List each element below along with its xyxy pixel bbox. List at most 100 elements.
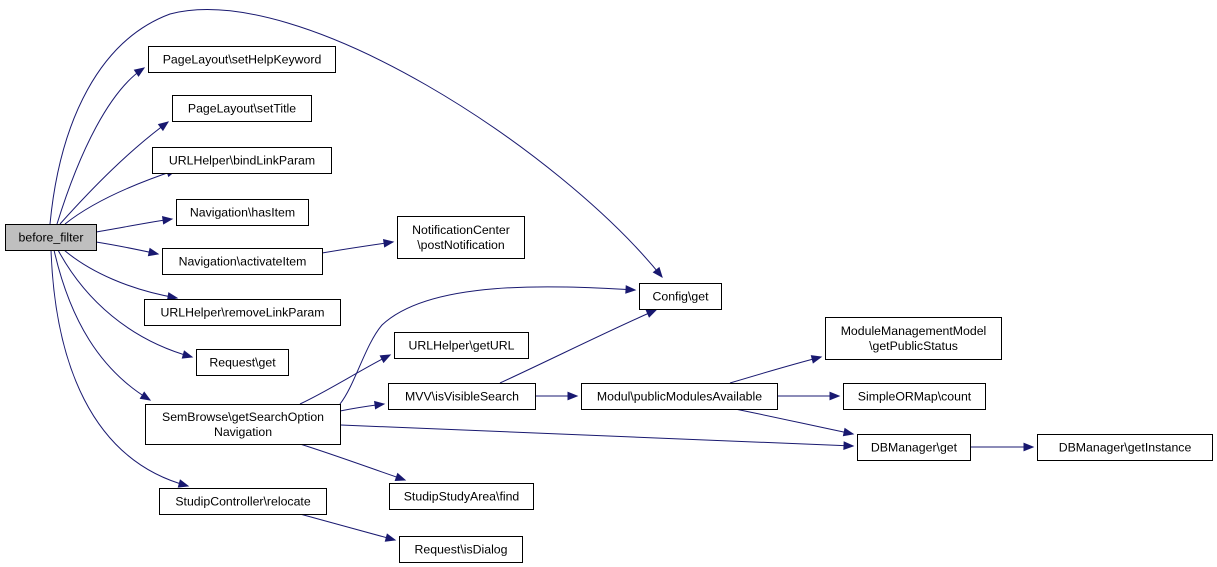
- edge-arrowhead: [384, 533, 397, 542]
- edge-arrowhead: [567, 391, 579, 401]
- node-getURL[interactable]: URLHelper\getURL: [394, 332, 529, 359]
- edge-before_filter-to-setHelpKeyword: [56, 67, 146, 225]
- node-request_get[interactable]: Request\get: [196, 349, 289, 376]
- node-label: MVV\isVisibleSearch: [405, 390, 519, 404]
- node-box: [843, 383, 986, 410]
- node-getPublicStatus[interactable]: ModuleManagementModel\getPublicStatus: [825, 317, 1002, 360]
- node-box: [397, 216, 525, 259]
- node-label: StudipController\relocate: [175, 495, 310, 509]
- edge-semBrowse-to-config_get: [339, 285, 637, 405]
- edge-isVisibleSearch-to-publicModulesAvailable: [534, 391, 579, 401]
- edge-semBrowse-to-getURL: [299, 354, 392, 405]
- edges-layer: [49, 9, 1035, 542]
- edge-line: [64, 169, 177, 225]
- node-box: [399, 536, 523, 563]
- node-box: [389, 483, 534, 510]
- edge-before_filter-to-request_get: [57, 249, 194, 359]
- node-box: [388, 383, 536, 410]
- node-label: DBManager\getInstance: [1059, 441, 1192, 455]
- node-config_get[interactable]: Config\get: [639, 283, 722, 310]
- edge-before_filter-to-removeLinkParam: [63, 249, 179, 301]
- edge-publicModulesAvailable-to-dbManagerGet: [734, 408, 855, 437]
- node-simpleORMapCount[interactable]: SimpleORMap\count: [843, 383, 986, 410]
- edge-arrowhead: [177, 479, 190, 488]
- node-box: [172, 95, 312, 122]
- node-postNotification[interactable]: NotificationCenter\postNotification: [397, 216, 525, 259]
- node-setHelpKeyword[interactable]: PageLayout\setHelpKeyword: [148, 46, 336, 73]
- node-hasItem[interactable]: Navigation\hasItem: [176, 199, 309, 226]
- edge-arrowhead: [133, 67, 146, 77]
- edge-line: [56, 67, 145, 225]
- edge-arrowhead: [382, 239, 395, 248]
- node-publicModulesAvailable[interactable]: Modul\publicModulesAvailable: [581, 383, 778, 410]
- edge-line: [734, 408, 854, 435]
- node-label: \postNotification: [417, 238, 505, 252]
- node-label: Modul\publicModulesAvailable: [597, 390, 762, 404]
- edge-before_filter-to-semBrowse: [53, 249, 152, 401]
- edge-arrowhead: [829, 391, 841, 401]
- node-studipStudyAreaFind[interactable]: StudipStudyArea\find: [389, 483, 534, 510]
- node-before_filter[interactable]: before_filter: [5, 224, 97, 251]
- edge-semBrowse-to-dbManagerGet: [339, 424, 855, 450]
- edge-arrowhead: [842, 427, 855, 437]
- edge-before_filter-to-config_get: [49, 9, 663, 279]
- edge-arrowhead: [645, 309, 658, 318]
- node-label: Config\get: [652, 290, 709, 304]
- node-box: [152, 147, 332, 174]
- node-label: Request\get: [209, 356, 276, 370]
- edge-arrowhead: [374, 400, 386, 410]
- node-box: [394, 332, 529, 359]
- node-label: ModuleManagementModel: [841, 324, 987, 338]
- node-box: [196, 349, 289, 376]
- edge-before_filter-to-setTitle: [59, 121, 170, 225]
- edge-before_filter-to-hasItem: [95, 216, 174, 233]
- node-box: [581, 383, 778, 410]
- edge-line: [729, 356, 822, 384]
- node-label: Navigation\activateItem: [179, 255, 307, 269]
- node-relocate[interactable]: StudipController\relocate: [159, 488, 327, 515]
- node-isDialog[interactable]: Request\isDialog: [399, 536, 523, 563]
- edge-isVisibleSearch-to-config_get: [499, 309, 658, 384]
- edge-arrowhead: [843, 441, 855, 450]
- node-bindLinkParam[interactable]: URLHelper\bindLinkParam: [152, 147, 332, 174]
- edge-arrowhead: [139, 391, 152, 401]
- node-box: [639, 283, 722, 310]
- node-label: DBManager\get: [871, 441, 958, 455]
- edge-before_filter-to-bindLinkParam: [64, 168, 178, 225]
- node-setTitle[interactable]: PageLayout\setTitle: [172, 95, 312, 122]
- node-label: SimpleORMap\count: [858, 390, 972, 404]
- edge-line: [499, 309, 657, 384]
- edge-relocate-to-isDialog: [299, 513, 397, 542]
- node-label: SemBrowse\getSearchOption: [162, 410, 324, 424]
- node-dbManagerGetInstance[interactable]: DBManager\getInstance: [1037, 434, 1213, 461]
- node-label: URLHelper\removeLinkParam: [160, 306, 324, 320]
- edge-line: [299, 443, 406, 481]
- edge-before_filter-to-relocate: [50, 249, 190, 488]
- edge-activateItem-to-postNotification: [321, 239, 395, 254]
- node-box: [159, 488, 327, 515]
- node-removeLinkParam[interactable]: URLHelper\removeLinkParam: [144, 299, 341, 326]
- node-label: URLHelper\bindLinkParam: [169, 154, 315, 168]
- node-label: URLHelper\getURL: [409, 339, 515, 353]
- node-box: [148, 46, 336, 73]
- edge-line: [49, 9, 663, 278]
- node-label: before_filter: [19, 231, 84, 245]
- edge-line: [57, 249, 193, 358]
- edge-arrowhead: [157, 121, 170, 132]
- nodes-layer: before_filter PageLayout\setHelpKeywordPa…: [5, 46, 1213, 563]
- edge-arrowhead: [161, 216, 174, 225]
- node-label: NotificationCenter: [412, 223, 510, 237]
- node-box: [857, 434, 971, 461]
- node-box: [162, 248, 323, 275]
- node-dbManagerGet[interactable]: DBManager\get: [857, 434, 971, 461]
- edge-arrowhead: [147, 247, 160, 257]
- node-label: \getPublicStatus: [869, 339, 958, 353]
- edge-arrowhead: [652, 266, 663, 279]
- edge-arrowhead: [810, 355, 823, 364]
- node-activateItem[interactable]: Navigation\activateItem: [162, 248, 323, 275]
- node-label: PageLayout\setTitle: [188, 102, 296, 116]
- node-isVisibleSearch[interactable]: MVV\isVisibleSearch: [388, 383, 536, 410]
- node-label: Navigation\hasItem: [190, 206, 295, 220]
